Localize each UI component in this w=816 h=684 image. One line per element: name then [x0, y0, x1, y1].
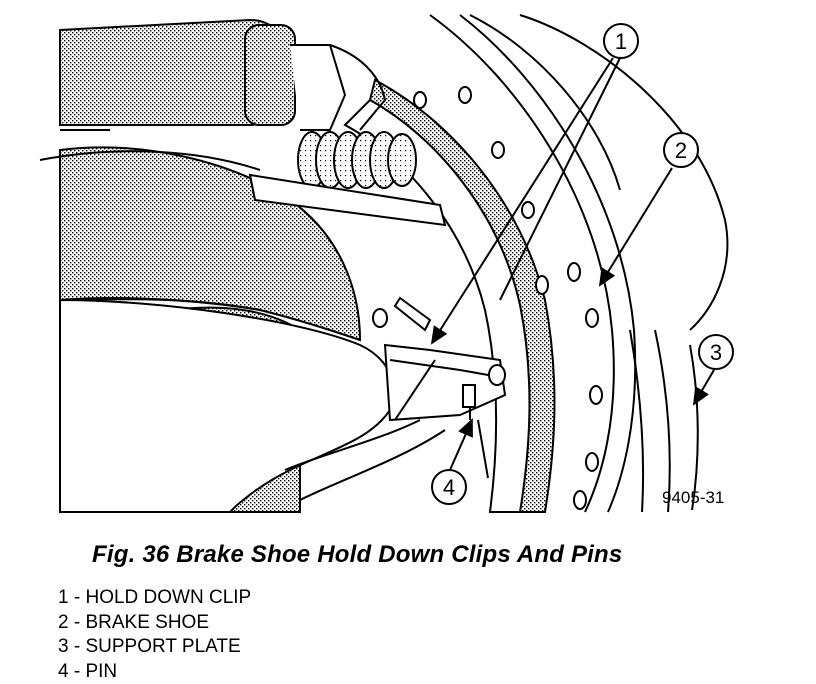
legend-label: HOLD DOWN CLIP — [85, 587, 251, 608]
legend-sep: - — [69, 661, 86, 682]
legend-sep: - — [69, 612, 86, 633]
legend-num: 1 — [58, 587, 69, 608]
legend-sep: - — [69, 636, 86, 657]
support-plate-edge — [690, 345, 698, 510]
callout-2-text: 2 — [675, 138, 687, 163]
legend-label: SUPPORT PLATE — [85, 636, 240, 657]
callout-3-text: 3 — [710, 340, 722, 365]
brake-assembly-illustration: 1 2 3 4 9405-31 — [0, 0, 816, 520]
leader-1b — [500, 58, 620, 300]
legend-item: 2 - BRAKE SHOE — [58, 611, 251, 636]
legend-num: 3 — [58, 636, 69, 657]
legend-label: PIN — [85, 661, 117, 682]
callout-1: 1 — [604, 24, 638, 58]
legend-item: 3 - SUPPORT PLATE — [58, 635, 251, 660]
legend-num: 2 — [58, 612, 69, 633]
legend-item: 1 - HOLD DOWN CLIP — [58, 586, 251, 611]
callout-3: 3 — [699, 335, 733, 369]
leader-4 — [450, 420, 472, 470]
legend-item: 4 - PIN — [58, 660, 251, 684]
leader-3 — [694, 370, 714, 404]
figure-caption: Fig. 36 Brake Shoe Hold Down Clips And P… — [92, 541, 622, 569]
figure-code: 9405-31 — [662, 488, 724, 507]
callout-1-text: 1 — [615, 29, 627, 54]
callout-2: 2 — [664, 133, 698, 167]
return-spring — [298, 132, 416, 188]
legend-num: 4 — [58, 661, 69, 682]
legend-list: 1 - HOLD DOWN CLIP 2 - BRAKE SHOE 3 - SU… — [58, 586, 251, 684]
leader-4b — [478, 420, 488, 478]
callout-4-text: 4 — [443, 475, 455, 500]
support-plate — [520, 15, 727, 330]
hold-down-pin — [463, 385, 475, 407]
legend-label: BRAKE SHOE — [85, 612, 209, 633]
legend-sep: - — [69, 587, 86, 608]
callout-4: 4 — [432, 470, 466, 504]
